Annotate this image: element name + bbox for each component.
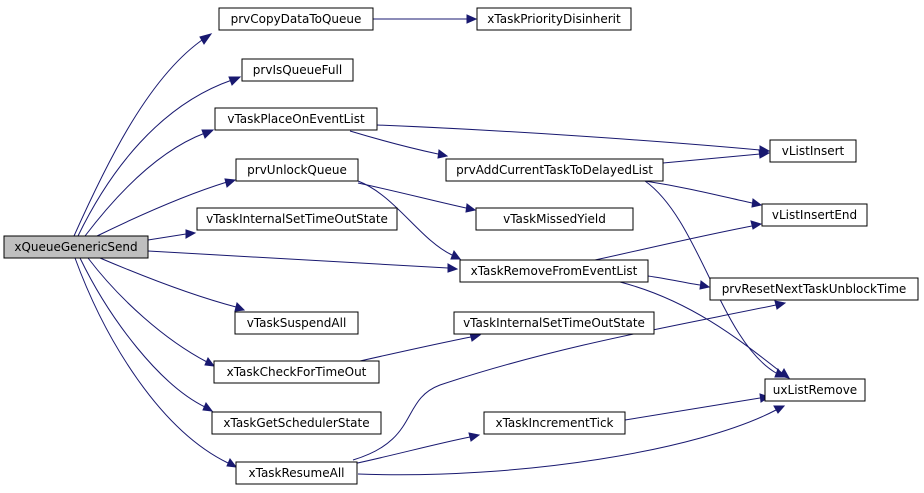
edge-xTaskResumeAll-xTaskIncrementTick [352,432,481,465]
svg-text:vTaskInternalSetTimeOutState: vTaskInternalSetTimeOutState [463,316,645,330]
node-prvResetNextTaskUnblockTime[interactable]: prvResetNextTaskUnblockTime [709,277,919,301]
node-vTaskInternalSetTimeOutState-2[interactable]: vTaskInternalSetTimeOutState [453,311,655,335]
node-vTaskMissedYield[interactable]: vTaskMissedYield [475,207,634,231]
edge-xTaskCheckForTimeOut-vTaskInternalSetTimeOutState-2 [359,332,482,362]
edge-xTaskRemoveFromEventList-vListInsertEnd [594,220,763,261]
edge-prvAddCurrentTaskToDelayedList-vListInsert [662,149,771,164]
node-xTaskPriorityDisinherit[interactable]: xTaskPriorityDisinherit [476,7,632,31]
svg-text:xTaskIncrementTick: xTaskIncrementTick [495,416,613,430]
node-xTaskResumeAll[interactable]: xTaskResumeAll [235,461,358,485]
svg-text:vTaskSuspendAll: vTaskSuspendAll [247,316,347,330]
node-prvUnlockQueue[interactable]: prvUnlockQueue [235,158,359,182]
svg-text:vTaskMissedYield: vTaskMissedYield [503,212,606,226]
edge-xQueueGenericSend-vTaskInternalSetTimeOutState-1 [147,229,197,241]
svg-text:xQueueGenericSend: xQueueGenericSend [14,240,137,254]
edge-xTaskIncrementTick-uxListRemove [624,393,771,421]
node-xTaskGetSchedulerState[interactable]: xTaskGetSchedulerState [211,411,382,435]
edge-xQueueGenericSend-prvUnlockQueue [96,178,237,237]
svg-text:xTaskResumeAll: xTaskResumeAll [249,466,345,480]
edge-prvUnlockQueue-xTaskRemoveFromEventList [357,180,461,260]
node-vListInsert[interactable]: vListInsert [769,139,857,163]
node-xQueueGenericSend[interactable]: xQueueGenericSend [3,235,149,259]
svg-text:xTaskRemoveFromEventList: xTaskRemoveFromEventList [471,264,638,278]
edge-xQueueGenericSend-vTaskSuspendAll [99,257,246,312]
edge-xTaskRemoveFromEventList-prvResetNextTaskUnblockTime [647,275,711,290]
edge-xQueueGenericSend-xTaskCheckForTimeOut [87,257,216,367]
node-prvIsQueueFull[interactable]: prvIsQueueFull [241,58,354,82]
node-vTaskPlaceOnEventList[interactable]: vTaskPlaceOnEventList [214,107,378,131]
edge-xTaskResumeAll-uxListRemove [357,405,786,476]
edge-vTaskPlaceOnEventList-prvAddCurrentTaskToDelayedList [349,130,449,159]
edge-prvCopyDataToQueue-xTaskPriorityDisinherit [373,14,478,24]
svg-text:xTaskCheckForTimeOut: xTaskCheckForTimeOut [227,365,367,379]
edge-xQueueGenericSend-prvCopyDataToQueue [73,33,213,237]
svg-text:prvUnlockQueue: prvUnlockQueue [247,163,347,177]
svg-text:vTaskPlaceOnEventList: vTaskPlaceOnEventList [227,112,365,126]
edge-xQueueGenericSend-prvIsQueueFull [77,76,242,237]
node-prvCopyDataToQueue[interactable]: prvCopyDataToQueue [218,7,374,31]
edge-xQueueGenericSend-xTaskResumeAll [74,257,238,468]
node-xTaskIncrementTick[interactable]: xTaskIncrementTick [483,411,626,435]
edge-xTaskResumeAll-prvResetNextTaskUnblockTime [352,300,787,461]
edge-xQueueGenericSend-xTaskRemoveFromEventList [147,250,459,273]
edge-prvUnlockQueue-vTaskMissedYield [357,182,477,213]
node-vTaskInternalSetTimeOutState-1[interactable]: vTaskInternalSetTimeOutState [196,207,398,231]
svg-text:uxListRemove: uxListRemove [773,383,857,397]
edge-xTaskRemoveFromEventList-uxListRemove [619,281,790,379]
svg-text:xTaskGetSchedulerState: xTaskGetSchedulerState [223,416,369,430]
svg-text:vListInsertEnd: vListInsertEnd [772,208,857,222]
svg-text:prvResetNextTaskUnblockTime: prvResetNextTaskUnblockTime [722,282,907,296]
svg-text:xTaskPriorityDisinherit: xTaskPriorityDisinherit [487,12,621,26]
edge-vTaskPlaceOnEventList-vListInsert [376,124,771,155]
edge-xQueueGenericSend-xTaskGetSchedulerState [79,257,214,412]
node-xTaskCheckForTimeOut[interactable]: xTaskCheckForTimeOut [213,360,380,384]
svg-text:vListInsert: vListInsert [782,144,845,158]
edge-prvAddCurrentTaskToDelayedList-vListInsertEnd [644,180,763,208]
edge-xQueueGenericSend-vTaskPlaceOnEventList [84,129,215,237]
svg-text:prvCopyDataToQueue: prvCopyDataToQueue [231,12,362,26]
node-vListInsertEnd[interactable]: vListInsertEnd [761,203,868,227]
svg-text:prvAddCurrentTaskToDelayedList: prvAddCurrentTaskToDelayedList [456,163,653,177]
node-uxListRemove[interactable]: uxListRemove [764,378,866,402]
svg-text:vTaskInternalSetTimeOutState: vTaskInternalSetTimeOutState [206,212,388,226]
node-vTaskSuspendAll[interactable]: vTaskSuspendAll [234,311,359,335]
node-xTaskRemoveFromEventList[interactable]: xTaskRemoveFromEventList [459,259,649,283]
node-prvAddCurrentTaskToDelayedList[interactable]: prvAddCurrentTaskToDelayedList [445,158,664,182]
svg-text:prvIsQueueFull: prvIsQueueFull [253,63,342,77]
